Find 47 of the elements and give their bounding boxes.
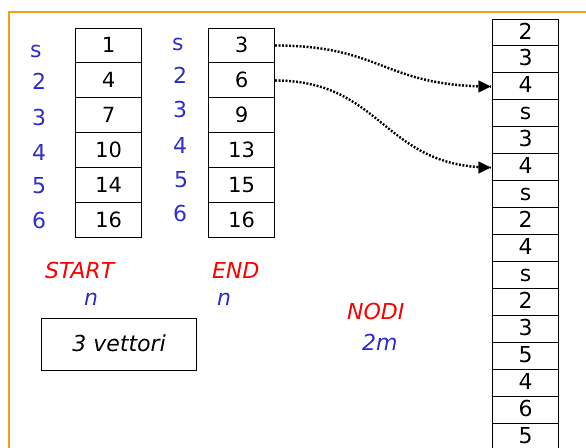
array-cell: s bbox=[492, 100, 559, 127]
array-cell: 14 bbox=[75, 168, 142, 203]
array-cell: 3 bbox=[492, 127, 559, 154]
title-label: START bbox=[45, 261, 114, 283]
array-cell: 2 bbox=[492, 19, 559, 46]
index-label: 3 bbox=[32, 108, 46, 130]
array-cell: 6 bbox=[492, 397, 559, 424]
array-cell: 4 bbox=[75, 63, 142, 98]
array-cell: s bbox=[492, 262, 559, 289]
array-cell: 2 bbox=[492, 208, 559, 235]
index-label: 6 bbox=[173, 204, 187, 226]
index-label: 4 bbox=[173, 136, 187, 158]
array-cell: 4 bbox=[492, 370, 559, 397]
array-cell: 5 bbox=[492, 424, 559, 448]
index-label: s bbox=[30, 40, 42, 62]
array-cell: 4 bbox=[492, 154, 559, 181]
variable-label: 2m bbox=[362, 333, 398, 355]
title-label: NODI bbox=[347, 302, 404, 324]
index-label: 5 bbox=[32, 176, 46, 198]
array-cell: 10 bbox=[75, 133, 142, 168]
array-cell: 16 bbox=[208, 203, 275, 238]
array-cell: 3 bbox=[492, 46, 559, 73]
index-label: s bbox=[172, 33, 184, 55]
index-label: 3 bbox=[173, 100, 187, 122]
variable-label: n bbox=[217, 288, 231, 310]
array-cell: s bbox=[492, 181, 559, 208]
array-cell: 1 bbox=[75, 28, 142, 63]
array-cell: 6 bbox=[208, 63, 275, 98]
array-cell: 4 bbox=[492, 235, 559, 262]
array-cell: 3 bbox=[492, 316, 559, 343]
index-label: 2 bbox=[32, 72, 46, 94]
index-label: 5 bbox=[174, 170, 188, 192]
array-cell: 16 bbox=[75, 203, 142, 238]
note-box: 3 vettori bbox=[41, 318, 197, 371]
index-label: 6 bbox=[32, 211, 46, 233]
variable-label: n bbox=[84, 288, 98, 310]
index-label: 2 bbox=[173, 66, 187, 88]
array-cell: 3 bbox=[208, 28, 275, 63]
array-cell: 15 bbox=[208, 168, 275, 203]
array-cell: 4 bbox=[492, 73, 559, 100]
array-cell: 5 bbox=[492, 343, 559, 370]
array-cell: 2 bbox=[492, 289, 559, 316]
array-cell: 7 bbox=[75, 98, 142, 133]
title-label: END bbox=[212, 261, 260, 283]
array-cell: 9 bbox=[208, 98, 275, 133]
index-label: 4 bbox=[32, 143, 46, 165]
array-cell: 13 bbox=[208, 133, 275, 168]
